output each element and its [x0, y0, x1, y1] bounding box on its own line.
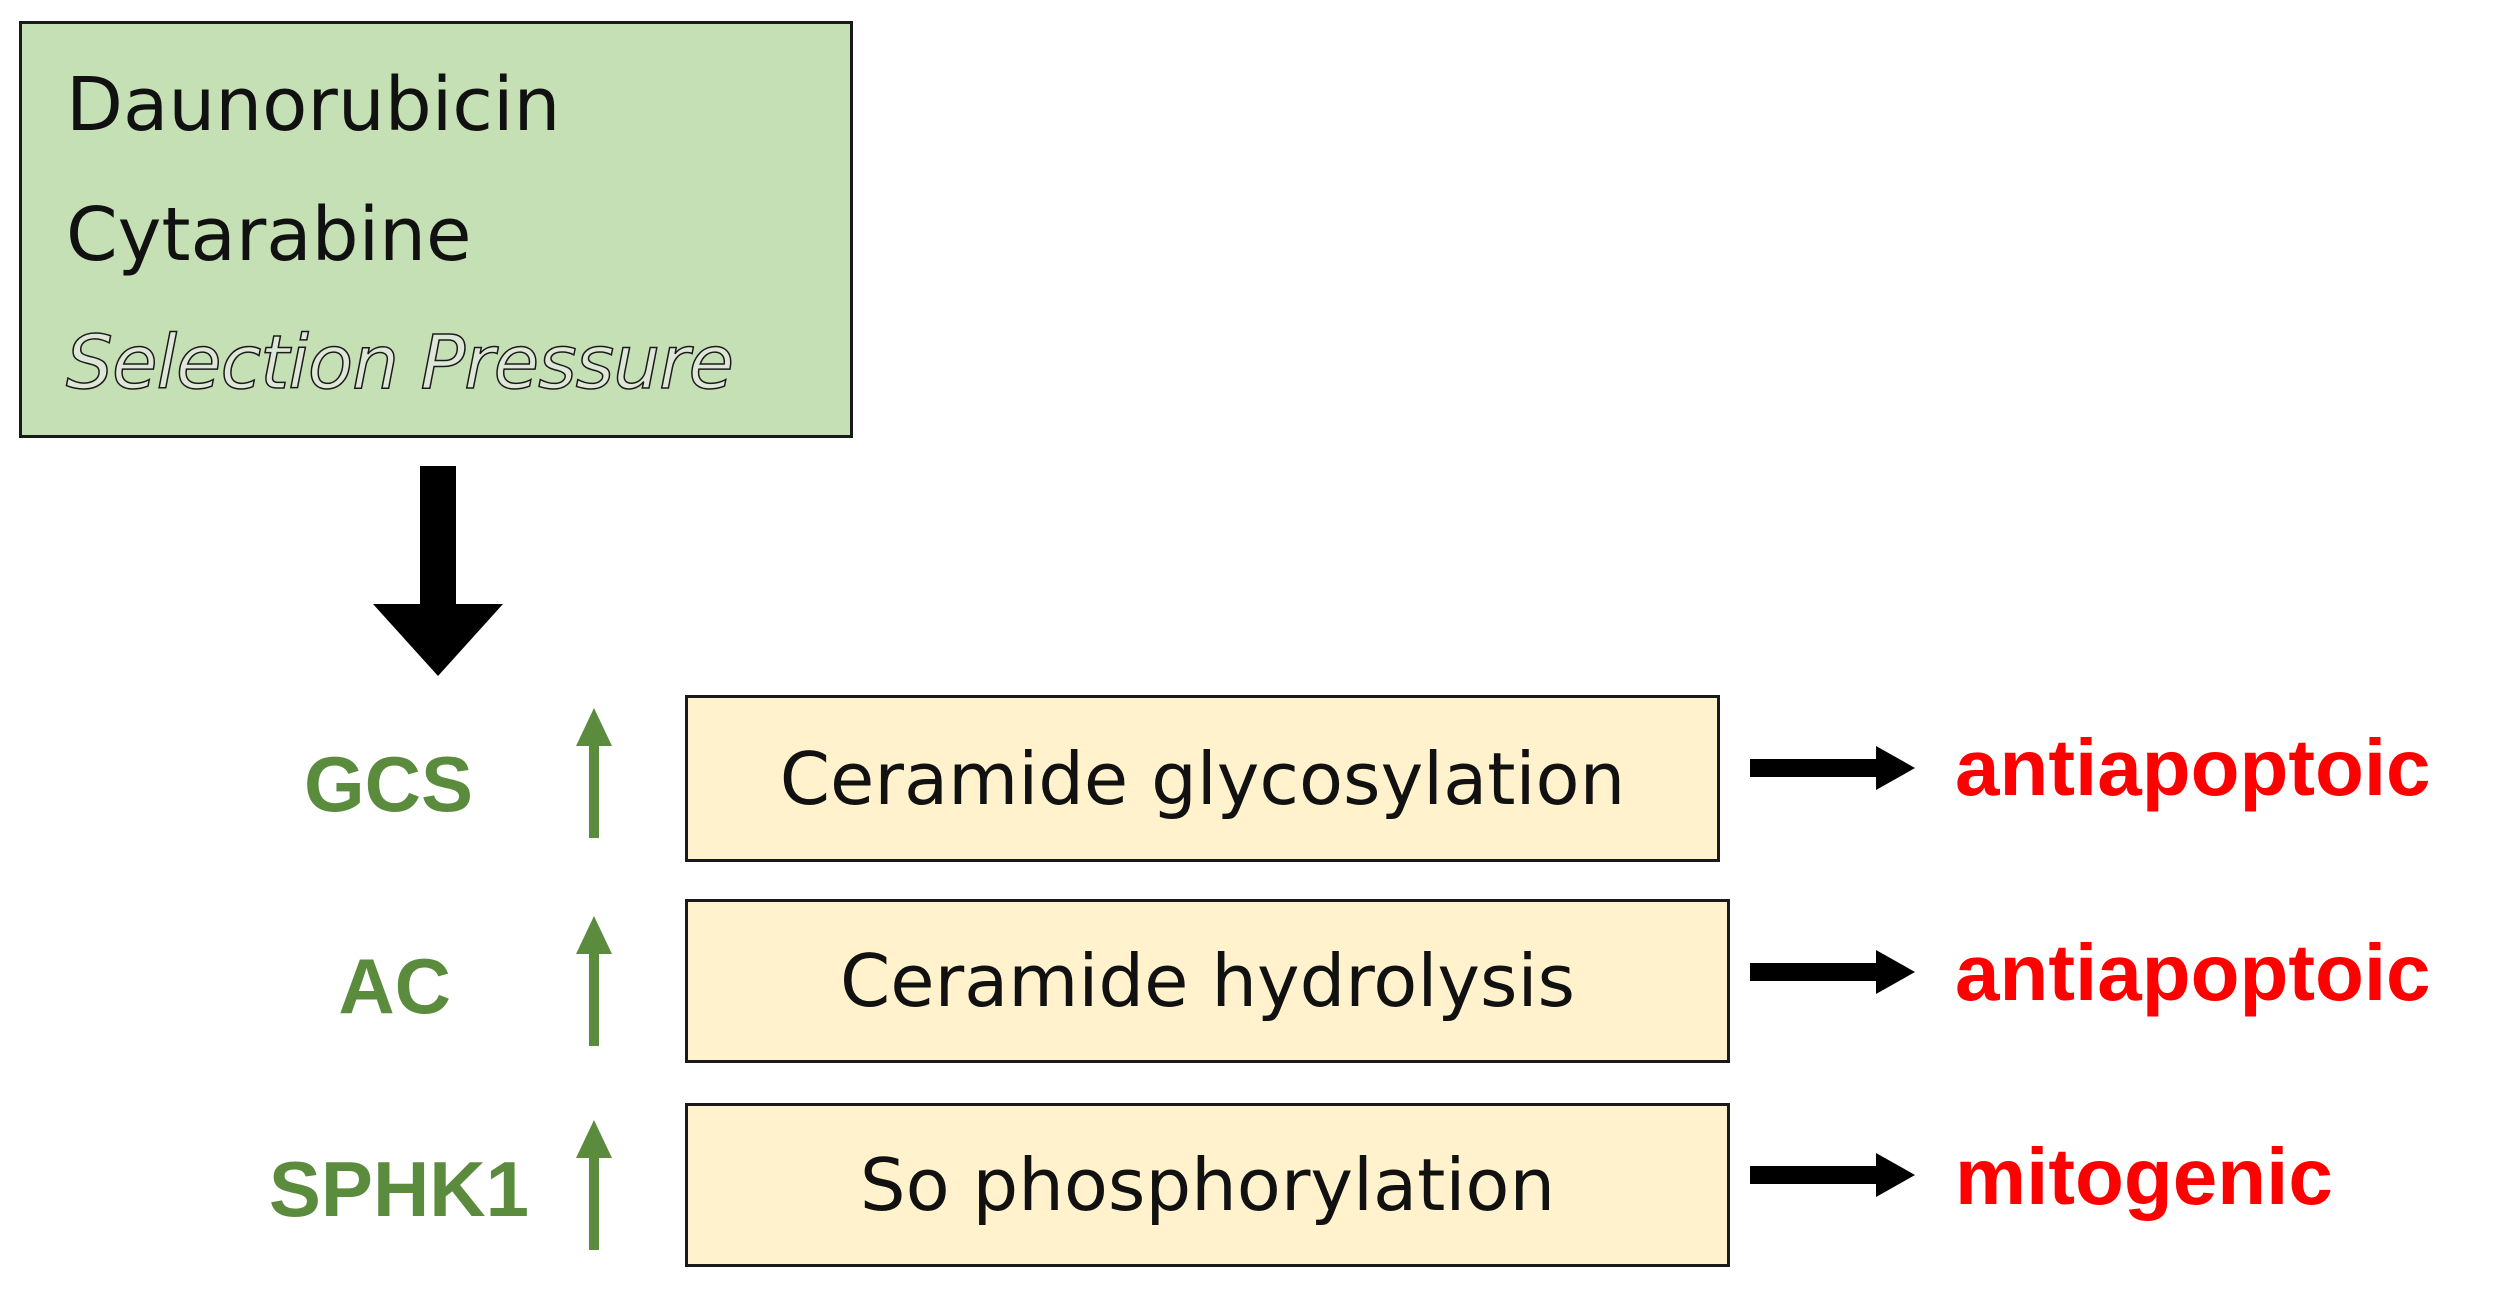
- right-arrow-icon: [1750, 1153, 1915, 1197]
- up-arrow-icon: [576, 708, 612, 838]
- effect-label-mitogenic: mitogenic: [1955, 1132, 2333, 1221]
- effect-label-antiapoptotic: antiapoptoic: [1955, 928, 2431, 1017]
- effect-label-antiapoptotic: antiapoptoic: [1955, 723, 2431, 812]
- process-box-hydrolysis: Ceramide hydrolysis: [685, 899, 1730, 1063]
- process-label: Ceramide hydrolysis: [840, 939, 1575, 1023]
- enzyme-label-ac: AC: [338, 942, 451, 1030]
- selection-pressure-label: Selection Pressure: [65, 320, 735, 406]
- enzyme-label-gcs: GCS: [303, 740, 473, 828]
- enzyme-label-sphk1: SPHK1: [268, 1145, 529, 1233]
- drug-label-cytarabine: Cytarabine: [66, 192, 472, 278]
- process-label: Ceramide glycosylation: [779, 736, 1626, 821]
- process-label: So phosphorylation: [859, 1143, 1556, 1227]
- treatment-box: Daunorubicin Cytarabine Selection Pressu…: [19, 21, 853, 438]
- up-arrow-icon: [576, 916, 612, 1046]
- process-box-glycosylation: Ceramide glycosylation: [685, 695, 1720, 862]
- right-arrow-icon: [1750, 746, 1915, 790]
- drug-label-daunorubicin: Daunorubicin: [66, 62, 561, 148]
- process-box-phosphorylation: So phosphorylation: [685, 1103, 1730, 1267]
- up-arrow-icon: [576, 1120, 612, 1250]
- down-arrow-icon: [373, 466, 503, 676]
- right-arrow-icon: [1750, 950, 1915, 994]
